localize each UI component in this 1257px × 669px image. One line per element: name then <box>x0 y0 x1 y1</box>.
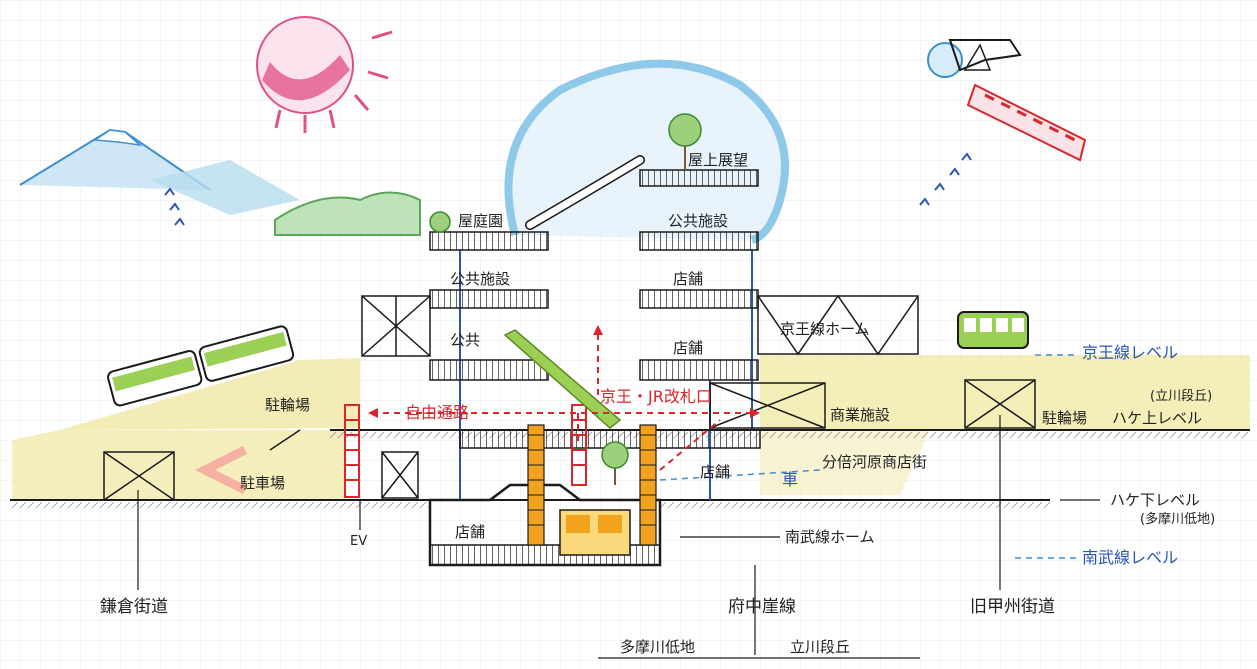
label-fuchu-cliff: 府中崖線 <box>728 597 796 617</box>
label-public-facility-left: 公共施設 <box>450 270 510 288</box>
label-nambu-level: 南武線レベル <box>1082 548 1178 567</box>
roof-garden-slab <box>429 231 549 251</box>
right-ground-fill <box>760 355 1250 430</box>
public-facility-slab <box>639 231 759 251</box>
banner-icon <box>966 83 1087 162</box>
label-keio-platform: 京王線ホーム <box>780 320 870 338</box>
basement-structure <box>428 483 662 567</box>
observation-slab <box>639 169 759 187</box>
label-keio-level: 京王線レベル <box>1082 343 1178 362</box>
vertical-shafts <box>527 424 657 546</box>
label-hake-lower-level: ハケ下レベル <box>1110 491 1200 509</box>
label-bicycle-parking-right: 駐輪場 <box>1042 409 1087 427</box>
lower-earth-hatch-right <box>660 502 1050 508</box>
label-public: 公共 <box>450 331 480 349</box>
route-arrowheads <box>368 325 760 418</box>
label-kamakura-road: 鎌倉街道 <box>100 597 168 617</box>
label-old-koshu-road: 旧甲州街道 <box>970 597 1055 617</box>
left-hill-slope <box>60 358 360 430</box>
left-floor-1 <box>429 359 549 381</box>
upper-earth-hatch <box>330 432 1250 438</box>
label-hake-upper-level: ハケ上レベル <box>1112 409 1202 427</box>
free-passage-route <box>372 330 755 471</box>
label-shops-lower: 店舗 <box>673 339 703 357</box>
label-shops-basement: 店舗 <box>455 523 485 541</box>
balloon-icon <box>927 39 1022 78</box>
label-car: 車 <box>782 470 798 489</box>
label-ticket-gate: 京王・JR改札口 <box>600 387 712 406</box>
label-tamagawa-lowland: 多摩川低地 <box>620 638 695 656</box>
label-public-facility-right: 公共施設 <box>668 212 728 230</box>
red-stairs <box>344 404 587 498</box>
tree-icon <box>429 113 702 485</box>
right-floor-1 <box>639 359 759 381</box>
structure-boxes <box>103 379 1036 501</box>
slope-line <box>269 429 301 451</box>
parking-ramp-arrow <box>194 445 248 495</box>
right-floor-2 <box>639 289 759 309</box>
left-ground-fill <box>12 430 345 500</box>
label-bicycle-parking-left: 駐輪場 <box>265 396 310 414</box>
lower-earth-hatch-left <box>10 502 430 508</box>
label-rooftop-observation: 屋上展望 <box>688 151 748 169</box>
label-hake-upper-sub: (立川段丘) <box>1150 389 1212 404</box>
right-lower-fill <box>760 430 930 495</box>
green-hills <box>274 191 421 236</box>
label-elevator: EV <box>350 534 367 549</box>
green-escalator <box>503 329 622 429</box>
birds-icon <box>164 152 972 226</box>
label-tachikawa-terrace: 立川段丘 <box>790 638 850 656</box>
sun-icon <box>256 16 393 133</box>
leader-lines <box>137 415 1100 659</box>
label-shops-upper: 店舗 <box>673 270 703 288</box>
label-free-passage: 自由通路 <box>405 403 469 422</box>
left-floor-2 <box>429 289 549 309</box>
label-hake-lower-sub: (多摩川低地) <box>1140 511 1215 527</box>
label-nambu-platform: 南武線ホーム <box>785 528 875 546</box>
label-commercial-facility: 商業施設 <box>830 406 890 424</box>
label-shops-mid: 店舗 <box>700 463 730 481</box>
level-dash-lines <box>659 354 1078 559</box>
label-car-parking: 駐車場 <box>240 474 285 492</box>
label-bunbaigawara-street: 分倍河原商店街 <box>822 453 927 471</box>
label-roof-garden: 屋庭園 <box>458 212 503 230</box>
train-icon <box>107 311 1029 407</box>
mount-fuji-icon <box>19 128 300 215</box>
truss-frames <box>361 294 919 357</box>
